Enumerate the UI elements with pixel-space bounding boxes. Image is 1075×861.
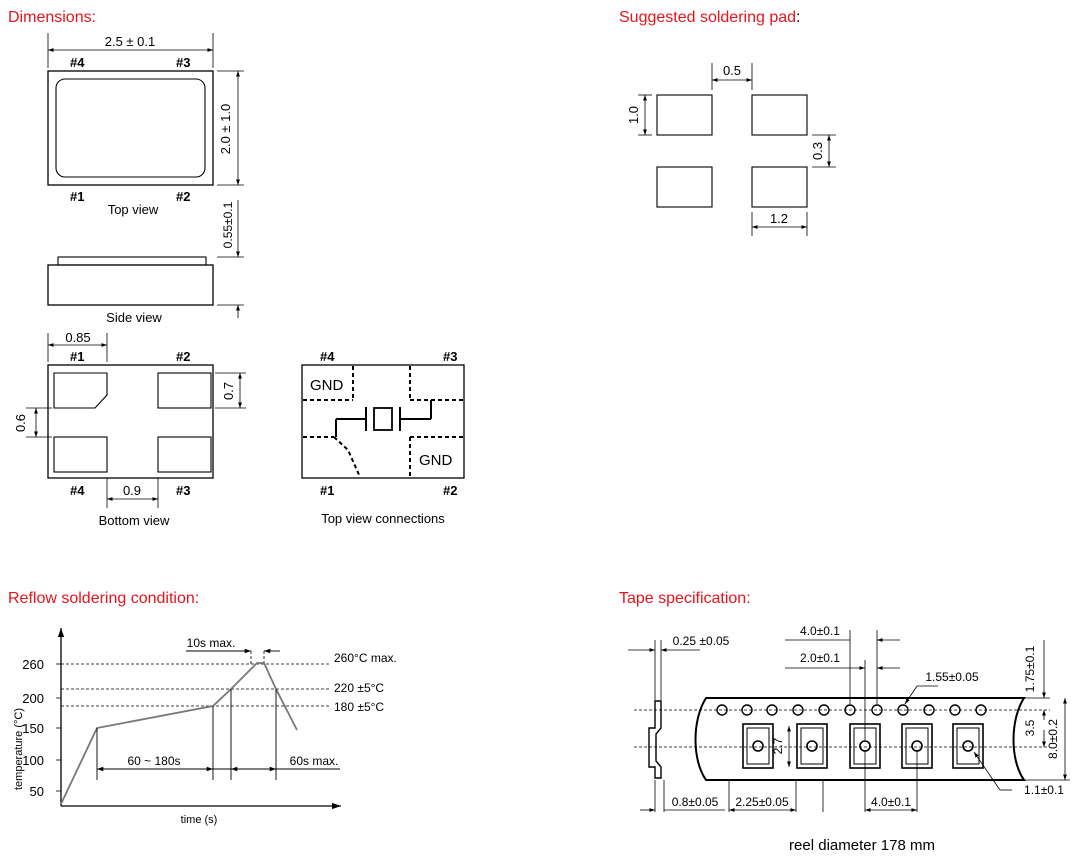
y-tick-50: 50 <box>30 784 44 799</box>
label-10s: 10s max. <box>187 636 236 650</box>
tape-thickness: 0.25 ±0.05 <box>673 634 730 648</box>
pad-height-dimension: 0.7 <box>221 382 236 400</box>
top-pin-2: #2 <box>176 189 190 204</box>
thickness-dimension: 0.55±0.1 <box>221 201 235 248</box>
bottom-pin-4: #4 <box>70 483 85 498</box>
soldering-pad-drawing <box>638 63 836 236</box>
tape-bottom-thickness: 0.8±0.05 <box>672 795 719 809</box>
reflow-title: Reflow soldering condition: <box>8 590 200 607</box>
top-pin-4: #4 <box>70 55 85 70</box>
label-180: 180 ±5°C <box>334 700 384 714</box>
height-dimension: 2.0 ± 1.0 <box>218 104 233 155</box>
tape-title: Tape specification: <box>619 590 751 607</box>
y-tick-100: 100 <box>22 753 44 768</box>
side-view-drawing <box>47 200 244 318</box>
conn-pin-2: #2 <box>443 483 457 498</box>
reflow-profile-curve <box>60 662 298 805</box>
connections-drawing <box>301 364 465 479</box>
bottom-pin-2: #2 <box>176 349 190 364</box>
y-tick-200: 200 <box>22 691 44 706</box>
pad-gap-horizontal-dimension: 0.9 <box>123 483 141 498</box>
tape-hole-dia: 1.55±0.05 <box>925 670 979 684</box>
y-tick-260: 260 <box>22 657 44 672</box>
label-220: 220 ±5°C <box>334 681 384 695</box>
pocket-height: 2.7 <box>771 737 785 754</box>
top-pin-1: #1 <box>70 189 84 204</box>
top-view-label: Top view <box>108 202 159 217</box>
tape-width: 8.0±0.2 <box>1046 719 1060 759</box>
tape-center-offset: 3.5 <box>1023 719 1037 736</box>
pad-height-value: 1.0 <box>626 106 641 124</box>
bottom-pin-3: #3 <box>176 483 190 498</box>
tape-drawing <box>628 630 1070 812</box>
connections-label: Top view connections <box>321 511 445 526</box>
pad-gap-vertical-dimension: 0.6 <box>13 414 28 432</box>
soldering-pad-title: Suggested soldering pad: <box>619 9 800 27</box>
label-60-180s: 60 ~ 180s <box>127 754 180 768</box>
x-axis-label: time (s) <box>181 814 218 826</box>
pad-width-value: 1.2 <box>770 211 788 226</box>
bottom-view-drawing <box>26 333 246 508</box>
conn-pin-1: #1 <box>320 483 334 498</box>
reel-diameter: reel diameter 178 mm <box>789 837 935 854</box>
soldering-pad-title-text: Suggested soldering pad <box>619 9 797 26</box>
dimensions-title: Dimensions: <box>8 9 97 26</box>
pad-vgap-dimension: 0.3 <box>810 142 825 160</box>
reflow-chart: 260 200 150 100 50 temperature (°C) time… <box>13 628 397 826</box>
gnd-label-bottom: GND <box>419 452 453 469</box>
gnd-label-top: GND <box>310 377 344 394</box>
tape-edge-offset: 1.75±0.1 <box>1023 645 1037 692</box>
label-60s: 60s max. <box>290 754 339 768</box>
label-260: 260°C max. <box>334 651 397 665</box>
pocket-hole-dia: 1.1±0.1 <box>1024 783 1064 797</box>
y-axis-label: temperature (°C) <box>13 708 25 790</box>
conn-pin-4: #4 <box>320 349 335 364</box>
top-pin-3: #3 <box>176 55 190 70</box>
pocket-width: 2.25±0.05 <box>735 795 789 809</box>
bottom-pin-1: #1 <box>70 349 84 364</box>
soldering-pad-title-colon: : <box>796 9 801 26</box>
bottom-view-label: Bottom view <box>99 513 170 528</box>
pad-gap-dimension: 0.5 <box>723 63 741 78</box>
tape-pitch-bottom: 4.0±0.1 <box>871 795 911 809</box>
tape-half-pitch: 2.0±0.1 <box>800 651 840 665</box>
conn-pin-3: #3 <box>443 349 457 364</box>
top-view-drawing <box>47 33 244 186</box>
width-dimension: 2.5 ± 0.1 <box>105 34 156 49</box>
y-tick-150: 150 <box>22 721 44 736</box>
side-view-label: Side view <box>106 310 162 325</box>
tape-pitch-top: 4.0±0.1 <box>800 624 840 638</box>
pad-width-dimension: 0.85 <box>65 330 90 345</box>
